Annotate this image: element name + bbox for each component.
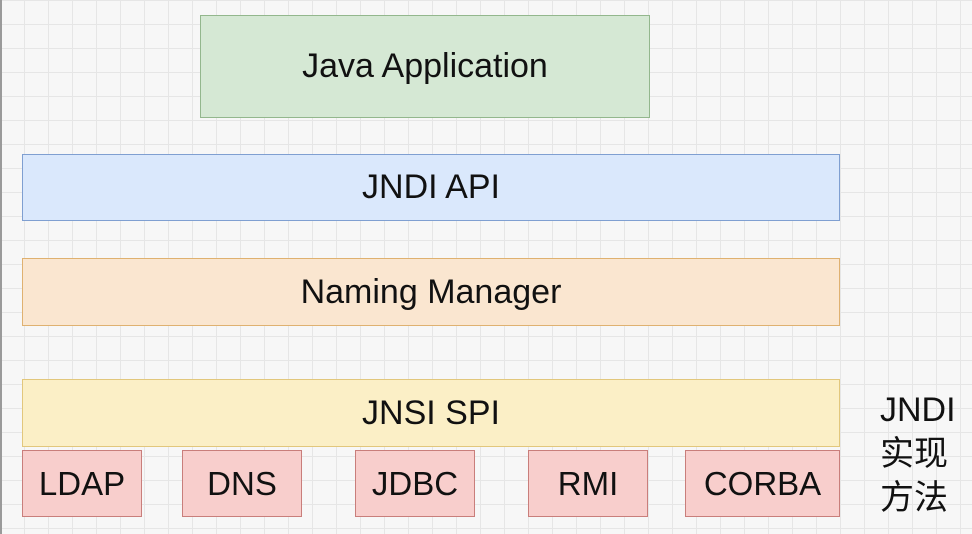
impl-corba-label: CORBA <box>703 464 822 502</box>
jndi-api-box: JNDI API <box>22 154 840 221</box>
java-application-label: Java Application <box>302 47 548 85</box>
impl-dns-label: DNS <box>207 464 277 502</box>
impl-ldap-box: LDAP <box>22 450 142 517</box>
side-note-line-3: 方法 <box>880 479 948 517</box>
impl-jdbc-label: JDBC <box>371 464 459 502</box>
impl-jdbc-box: JDBC <box>355 450 475 517</box>
jndi-implementation-note: JNDI 实现 方法 <box>880 388 970 520</box>
impl-dns-box: DNS <box>182 450 302 517</box>
java-application-box: Java Application <box>200 15 650 118</box>
side-note-line-1: JNDI <box>880 391 956 429</box>
canvas-left-edge <box>0 0 2 534</box>
side-note-line-2: 实现 <box>880 435 948 473</box>
naming-manager-label: Naming Manager <box>300 272 562 311</box>
impl-rmi-box: RMI <box>528 450 648 517</box>
impl-rmi-label: RMI <box>557 464 619 502</box>
impl-ldap-label: LDAP <box>38 464 126 502</box>
naming-manager-box: Naming Manager <box>22 258 840 326</box>
impl-corba-box: CORBA <box>685 450 840 517</box>
jnsi-spi-label: JNSI SPI <box>362 393 500 432</box>
jndi-api-label: JNDI API <box>362 168 500 206</box>
jnsi-spi-box: JNSI SPI <box>22 379 840 447</box>
